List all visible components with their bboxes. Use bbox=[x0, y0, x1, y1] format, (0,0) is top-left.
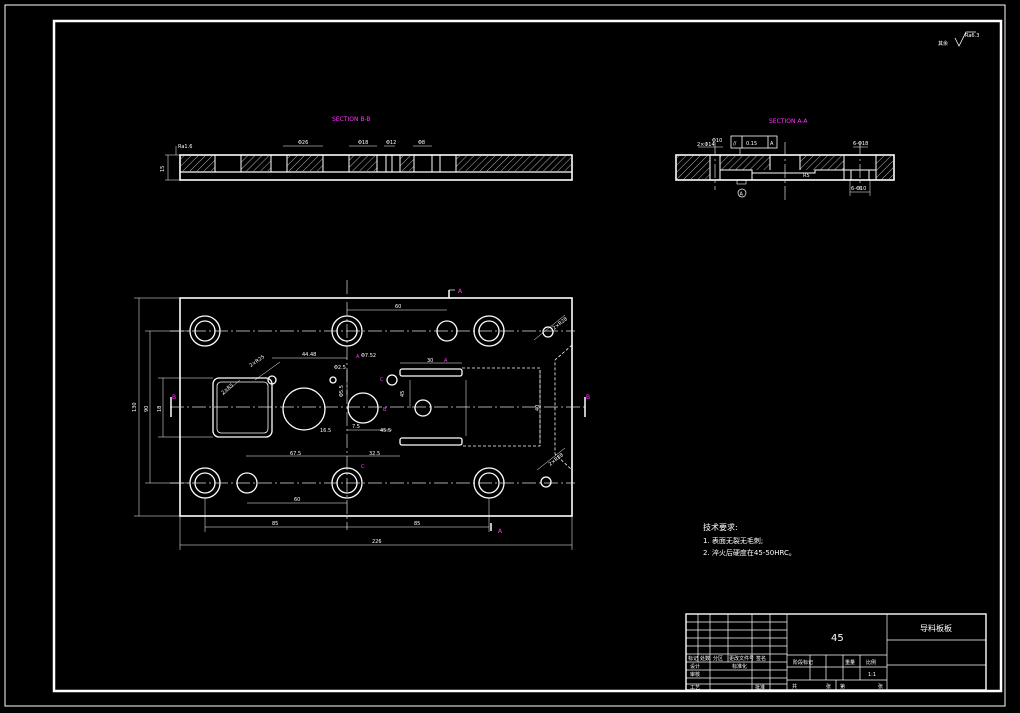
dim-455: 45.5 bbox=[380, 428, 391, 434]
dim-bottom-85a: 85 bbox=[272, 521, 278, 527]
slot-lower bbox=[399, 437, 463, 446]
dim-phi752: Φ7.52 bbox=[361, 353, 376, 359]
dim-small: Φ2.5 bbox=[334, 365, 346, 371]
cut-a-top: A bbox=[458, 288, 463, 295]
datum-a-icon bbox=[737, 188, 747, 198]
tech-heading: 技术要求: bbox=[703, 522, 738, 532]
cut-c-1: C bbox=[380, 377, 384, 383]
cut-b-right: B bbox=[586, 394, 590, 401]
dim-square: 2×R5 bbox=[220, 382, 235, 396]
dim-bot-60: 60 bbox=[294, 497, 300, 503]
inner-frame bbox=[52, 19, 1003, 693]
dim-r25: 2×R25 bbox=[248, 354, 266, 369]
section-a-a: SECTION A-A // 0.15 A bbox=[675, 118, 895, 202]
dim-phi26: Φ26 bbox=[298, 140, 308, 146]
dim-hole45: 45 bbox=[400, 391, 406, 397]
dim-right-40: 40 bbox=[535, 405, 541, 411]
outer-frame bbox=[4, 4, 1006, 707]
tech-line-1: 1. 表面无裂无毛刺; bbox=[703, 536, 763, 545]
dim-left-90: 90 bbox=[144, 406, 150, 412]
tb-row-0: 设计 bbox=[690, 663, 700, 670]
tb-sheet-2: 第 bbox=[840, 683, 845, 690]
technical-requirements: 技术要求: 1. 表面无裂无毛刺; 2. 淬火后硬度在45-50HRC。 bbox=[703, 522, 796, 557]
cut-a-bottom: A bbox=[498, 528, 503, 535]
tb-stage-0: 阶段标记 bbox=[793, 659, 813, 666]
cut-c-2: C bbox=[361, 464, 365, 470]
roughness-prefix: 其余 bbox=[938, 40, 948, 47]
roughness-note: 其余 Ra6.3 bbox=[938, 31, 979, 47]
dim-r5: R5 bbox=[803, 173, 810, 179]
tech-line-2: 2. 淬火后硬度在45-50HRC。 bbox=[703, 548, 796, 557]
plain-holes bbox=[236, 320, 554, 494]
dim-phi10: Φ10 bbox=[712, 138, 722, 144]
tb-scale: 1:1 bbox=[868, 672, 876, 678]
tb-col-1: 处数 bbox=[700, 655, 710, 662]
tb-standard: 标准化 bbox=[732, 663, 747, 670]
dim-165: 16.5 bbox=[320, 428, 331, 434]
section-markers: A A B B C C A A B bbox=[170, 288, 590, 535]
tb-row-2: 工艺 bbox=[690, 685, 700, 691]
dim-6phi18: 6-Φ18 bbox=[853, 141, 868, 147]
tol-datum: A bbox=[770, 141, 774, 147]
counterbore-holes bbox=[189, 315, 505, 499]
plan-view: A A B B C C A A B 60 30 44.48 Φ7.52 2×R2… bbox=[132, 280, 590, 550]
cut-a-mid: A bbox=[444, 358, 448, 364]
section-b-title: SECTION B-B bbox=[332, 116, 371, 123]
tol-value: 0.15 bbox=[746, 141, 757, 147]
tb-stage-1: 重量 bbox=[845, 659, 855, 666]
tb-material: 45 bbox=[831, 633, 844, 644]
roughness-value: Ra6.3 bbox=[965, 33, 979, 39]
tb-row-1: 审核 bbox=[690, 671, 700, 678]
dim-bottom-85b: 85 bbox=[414, 521, 420, 527]
tolerance-frame: // 0.15 A bbox=[730, 135, 778, 155]
section-b-body bbox=[179, 154, 573, 181]
dim-2phi14: 2×Φ14 bbox=[697, 142, 715, 148]
dim-675: 67.5 bbox=[290, 451, 301, 457]
tb-col-2: 分区 bbox=[713, 655, 723, 662]
cut-b-mid: B bbox=[383, 407, 387, 413]
dim-6phi10: 6-Φ10 bbox=[851, 186, 866, 192]
dim-phi8: Φ8 bbox=[418, 140, 425, 146]
roughness-check-icon bbox=[954, 31, 976, 47]
section-a-title: SECTION A-A bbox=[769, 118, 808, 125]
datum-a-label: A bbox=[740, 192, 744, 198]
dim-overall: 226 bbox=[372, 539, 382, 545]
section-b-b: SECTION B-B Ra bbox=[160, 116, 573, 181]
title-block: 标记 处数 分区 更改文件号 签名 设计 审核 工艺 标准化 批准 45 导料板… bbox=[685, 613, 987, 691]
dim-phi12: Φ12 bbox=[386, 140, 396, 146]
dim-left-18: 18 bbox=[157, 406, 163, 412]
dim-left-130: 130 bbox=[132, 402, 138, 412]
slot-upper bbox=[399, 368, 463, 377]
dim-15: 15 bbox=[160, 166, 166, 172]
dim-v55: Φ5.5 bbox=[339, 385, 345, 397]
tb-col-3: 更改文件号 bbox=[729, 655, 754, 662]
dim-75: 7.5 bbox=[352, 424, 360, 430]
cut-a-mid2: A bbox=[356, 354, 360, 360]
tb-approve: 批准 bbox=[755, 684, 765, 691]
tb-sheet-1: 张 bbox=[826, 683, 831, 690]
tol-symbol: // bbox=[733, 141, 737, 147]
square-pocket bbox=[212, 377, 273, 438]
tb-col-0: 标记 bbox=[688, 655, 698, 662]
dim-top-60: 60 bbox=[395, 304, 401, 310]
tb-stage-2: 比例 bbox=[866, 659, 876, 666]
tb-col-4: 签名 bbox=[756, 655, 766, 662]
tb-part-name: 导料板板 bbox=[920, 623, 952, 633]
dim-44: 44.48 bbox=[302, 352, 316, 358]
dim-phi18: Φ18 bbox=[358, 140, 368, 146]
cut-b-left: B bbox=[172, 394, 176, 401]
dim-slot-30: 30 bbox=[427, 358, 433, 364]
dim-ra16: Ra1.6 bbox=[178, 144, 192, 150]
tb-sheet-0: 共 bbox=[792, 683, 797, 690]
tb-sheet-3: 张 bbox=[878, 683, 883, 690]
dim-325: 32.5 bbox=[369, 451, 380, 457]
